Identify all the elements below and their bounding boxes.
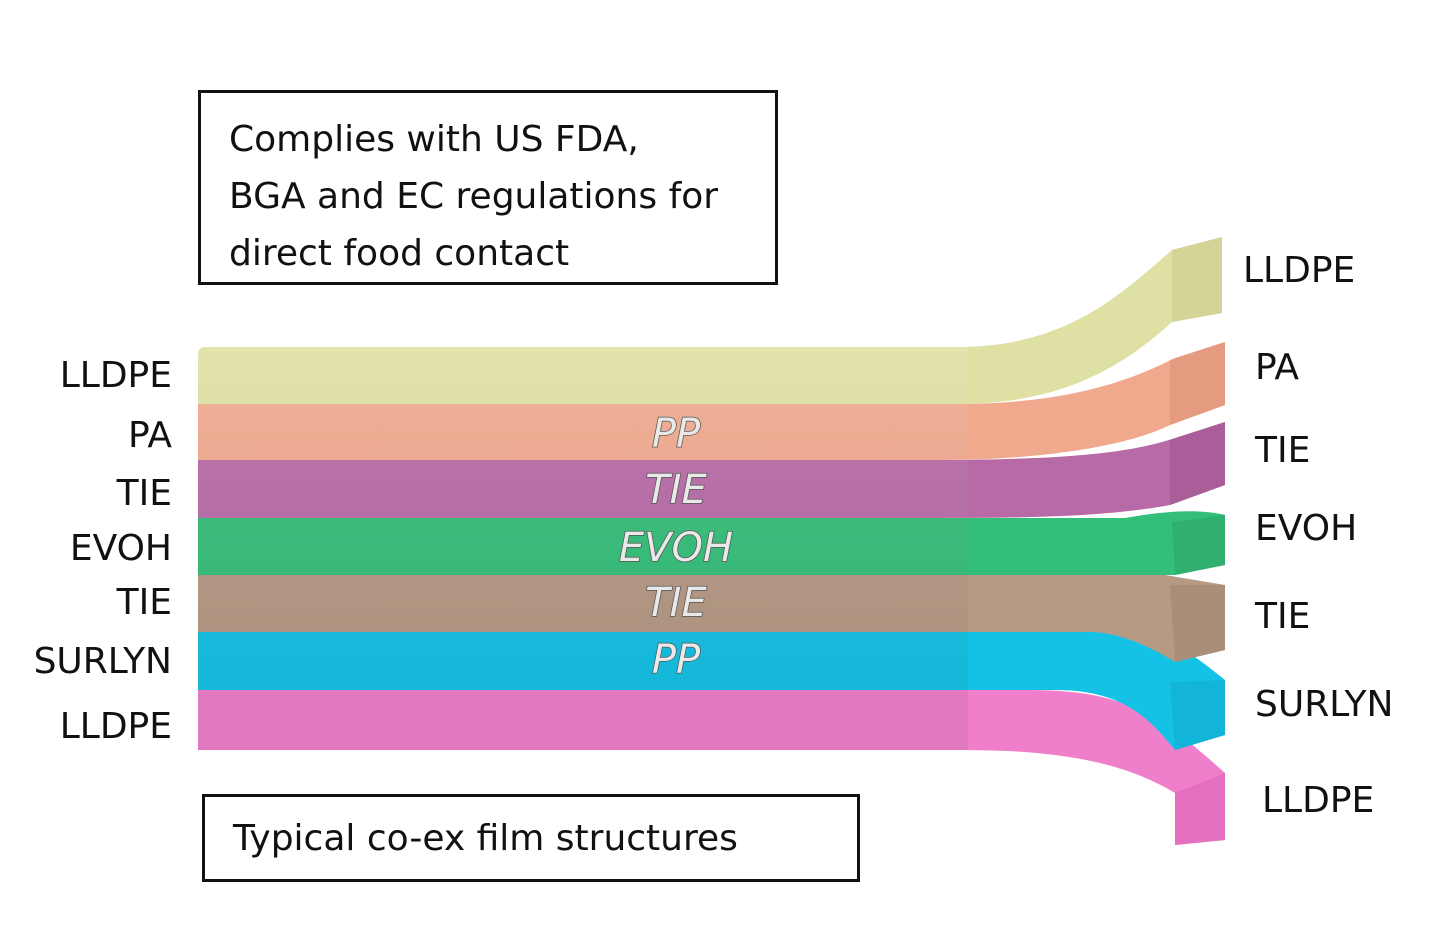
right-label-pa: PA: [1255, 347, 1300, 388]
left-label-tie-upper: TIE: [116, 473, 172, 514]
right-label-tie-lower: TIE: [1255, 596, 1311, 637]
left-label-pa: PA: [127, 415, 172, 456]
right-label-tie-upper: TIE: [1255, 430, 1311, 471]
left-label-surlyn: SURLYN: [33, 641, 172, 682]
caption-text: Typical co-ex film structures: [233, 818, 738, 859]
compliance-line-2: BGA and EC regulations for: [229, 176, 719, 217]
layer-pa: [198, 342, 1225, 460]
left-label-tie-lower: TIE: [116, 582, 172, 623]
layer-tie-lower: [198, 575, 1225, 662]
layer-surlyn-edge: [1170, 680, 1225, 750]
compliance-line-1: Complies with US FDA,: [229, 119, 639, 160]
inner-label-5: PP: [652, 637, 701, 683]
right-label-lldpe-bottom: LLDPE: [1262, 780, 1375, 821]
layer-pa-edge: [1170, 342, 1225, 425]
caption-box: Typical co-ex film structures: [202, 794, 860, 882]
layer-lldpe-top-edge: [1172, 237, 1222, 322]
layer-surlyn: [198, 632, 1225, 750]
compliance-note-box: Complies with US FDA, BGA and EC regulat…: [198, 90, 778, 285]
inner-label-4: TIE: [645, 580, 707, 626]
inner-layer-labels: PP TIE EVOH TIE PP: [618, 410, 734, 684]
left-label-evoh: EVOH: [69, 528, 172, 569]
inner-label-3: EVOH: [619, 525, 733, 571]
left-label-lldpe-bottom: LLDPE: [59, 706, 172, 747]
layer-evoh-edge: [1172, 515, 1225, 575]
layer-lldpe-bottom-edge: [1175, 773, 1225, 845]
inner-label-1: PP: [652, 411, 701, 457]
layer-tie-upper: [198, 422, 1225, 518]
inner-label-2: TIE: [645, 467, 707, 513]
right-label-surlyn: SURLYN: [1255, 684, 1394, 725]
right-label-lldpe-top: LLDPE: [1243, 250, 1356, 291]
layer-tie-upper-edge: [1170, 422, 1225, 505]
layer-tie-lower-edge: [1170, 585, 1225, 662]
left-label-lldpe-top: LLDPE: [59, 355, 172, 396]
right-label-evoh: EVOH: [1255, 508, 1358, 549]
layer-evoh: [198, 511, 1225, 575]
compliance-line-3: direct food contact: [229, 233, 570, 274]
